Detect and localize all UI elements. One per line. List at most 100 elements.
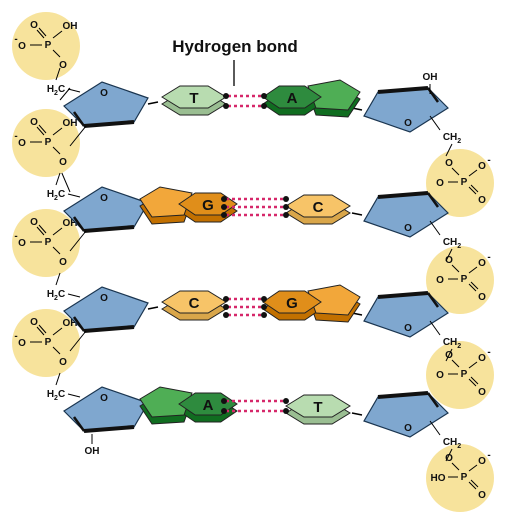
ring-oxygen-label: O — [404, 323, 412, 334]
backbone-bond — [429, 420, 441, 436]
ring-oxygen-label: O — [100, 293, 108, 304]
bond-line — [470, 479, 479, 488]
ch2-label: CH2 — [443, 132, 461, 145]
bond-line — [468, 464, 478, 472]
right-base: T — [285, 394, 351, 425]
sugar-front-edge — [426, 192, 440, 208]
oxygen-label: O — [30, 117, 38, 128]
backbone-bond — [69, 230, 87, 252]
charge-minus-label: - — [14, 331, 17, 342]
sugar-front-edge — [72, 216, 86, 232]
right-base: A — [262, 79, 361, 118]
sugar-front-edge — [377, 191, 429, 199]
oxygen-label: O — [478, 292, 486, 303]
base-top — [285, 394, 351, 418]
h2c-label: H2C — [47, 289, 65, 302]
oxygen-label: O — [30, 20, 38, 31]
sugar-front-edge — [426, 392, 440, 408]
diagram-title: Hydrogen bond — [172, 37, 298, 56]
charge-minus-label: - — [487, 252, 490, 263]
phosphorus-label: P — [461, 369, 468, 380]
oxygen-anion-label: O — [478, 353, 486, 364]
lone-pair-dot — [223, 93, 229, 99]
glycosidic-bond — [351, 412, 363, 416]
base-top — [307, 79, 361, 111]
bond-line — [468, 481, 477, 490]
bond-line — [52, 127, 63, 136]
left-base: C — [161, 290, 227, 321]
bond-line — [451, 167, 460, 176]
bond-line — [470, 281, 479, 290]
base-top — [285, 194, 351, 218]
oxygen-label: O — [436, 178, 444, 189]
sugar-front-edge — [377, 86, 429, 94]
bond-line — [52, 146, 61, 155]
phosphorus-label: P — [45, 337, 52, 348]
bond-line — [38, 224, 47, 234]
lone-pair-dot — [221, 398, 227, 404]
backbone-bond — [55, 67, 61, 81]
ester-oxygen-label: O — [59, 157, 67, 168]
bond-line — [38, 124, 47, 134]
bond-line — [451, 462, 460, 471]
deoxyribose-sugar: O — [363, 191, 449, 238]
lone-pair-dot — [261, 296, 267, 302]
bond-line — [468, 169, 478, 177]
backbone-bond — [67, 293, 81, 298]
hydroxyl-label: OH — [63, 218, 78, 229]
left-base: A — [139, 386, 238, 425]
phosphorus-label: P — [45, 137, 52, 148]
sugar-front-edge — [83, 425, 135, 433]
lone-pair-dot — [223, 296, 229, 302]
bond-line — [451, 264, 460, 273]
deoxyribose-sugar: O — [363, 291, 449, 338]
oxygen-anion-label: O — [18, 238, 26, 249]
phosphate-circle — [426, 149, 494, 217]
ring-oxygen-label: O — [404, 118, 412, 129]
bond-line — [36, 126, 45, 136]
ch2-label: CH2 — [443, 237, 461, 250]
bond-line — [38, 324, 47, 334]
lone-pair-dot — [223, 103, 229, 109]
deoxyribose-sugar: O — [63, 186, 149, 233]
ring-oxygen-label: O — [100, 393, 108, 404]
lone-pair-dot — [221, 204, 227, 210]
oxygen-label: O — [436, 370, 444, 381]
base-letter: G — [286, 295, 298, 312]
h2c-label: H2C — [47, 189, 65, 202]
deoxyribose-sugar: O — [363, 391, 449, 438]
ester-oxygen-label: O — [59, 357, 67, 368]
lone-pair-dot — [223, 312, 229, 318]
backbone-bond — [429, 115, 441, 131]
hydroxyl-label: OH — [63, 118, 78, 129]
bond-line — [52, 246, 61, 255]
sugar-front-edge — [72, 316, 86, 332]
hydroxyl-label: HO — [431, 473, 446, 484]
base-top — [262, 290, 322, 314]
hydroxyl-bottom-label: OH — [85, 446, 100, 457]
phosphate-circle — [12, 209, 80, 277]
lone-pair-dot — [283, 204, 289, 210]
phosphate-group: POO-OO — [426, 341, 494, 409]
ester-oxygen-label: O — [445, 453, 453, 464]
hydroxyl-label: OH — [63, 318, 78, 329]
deoxyribose-sugar: O — [363, 86, 449, 133]
backbone-bond — [429, 220, 441, 236]
bond-line — [468, 378, 477, 387]
bond-line — [451, 359, 460, 368]
backbone-bond — [67, 88, 81, 93]
deoxyribose-sugar: O — [63, 81, 149, 128]
deoxyribose-sugar: O — [63, 386, 149, 433]
lone-pair-dot — [261, 304, 267, 310]
backbone-bond — [445, 248, 453, 262]
sugar-front-edge — [72, 111, 86, 127]
